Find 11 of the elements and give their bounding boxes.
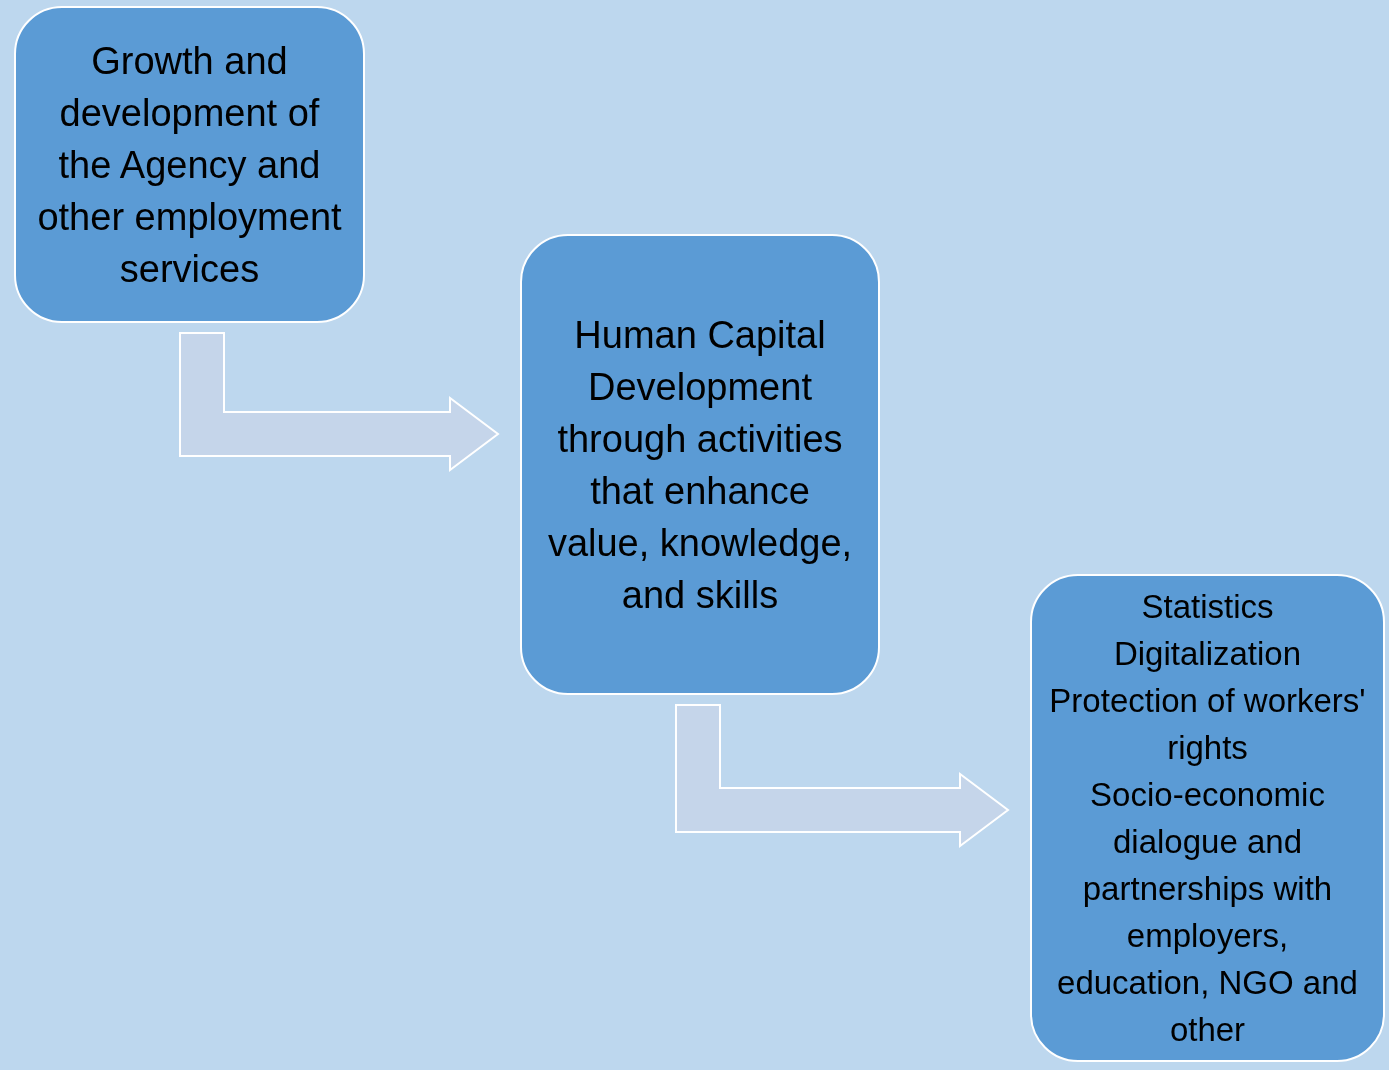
box-text: Protection of workers' rights (1048, 681, 1367, 768)
rounded-box (1030, 574, 1385, 1062)
bent-block-arrow (179, 332, 500, 472)
box-text: Statistics (1141, 587, 1274, 627)
box-text: Digitalization (1113, 634, 1302, 674)
rounded-box (520, 234, 880, 695)
rounded-box (14, 6, 365, 323)
box-text: Socio-economic dialogue and partnerships with employers, education, NGO and other (1056, 775, 1359, 1050)
box-text: Growth and development of the Agency and other employment services (36, 38, 343, 292)
box-text: Human Capital Development through activities that enhance value, knowledge, and skills (546, 312, 854, 618)
bent-block-arrow (675, 704, 1010, 848)
